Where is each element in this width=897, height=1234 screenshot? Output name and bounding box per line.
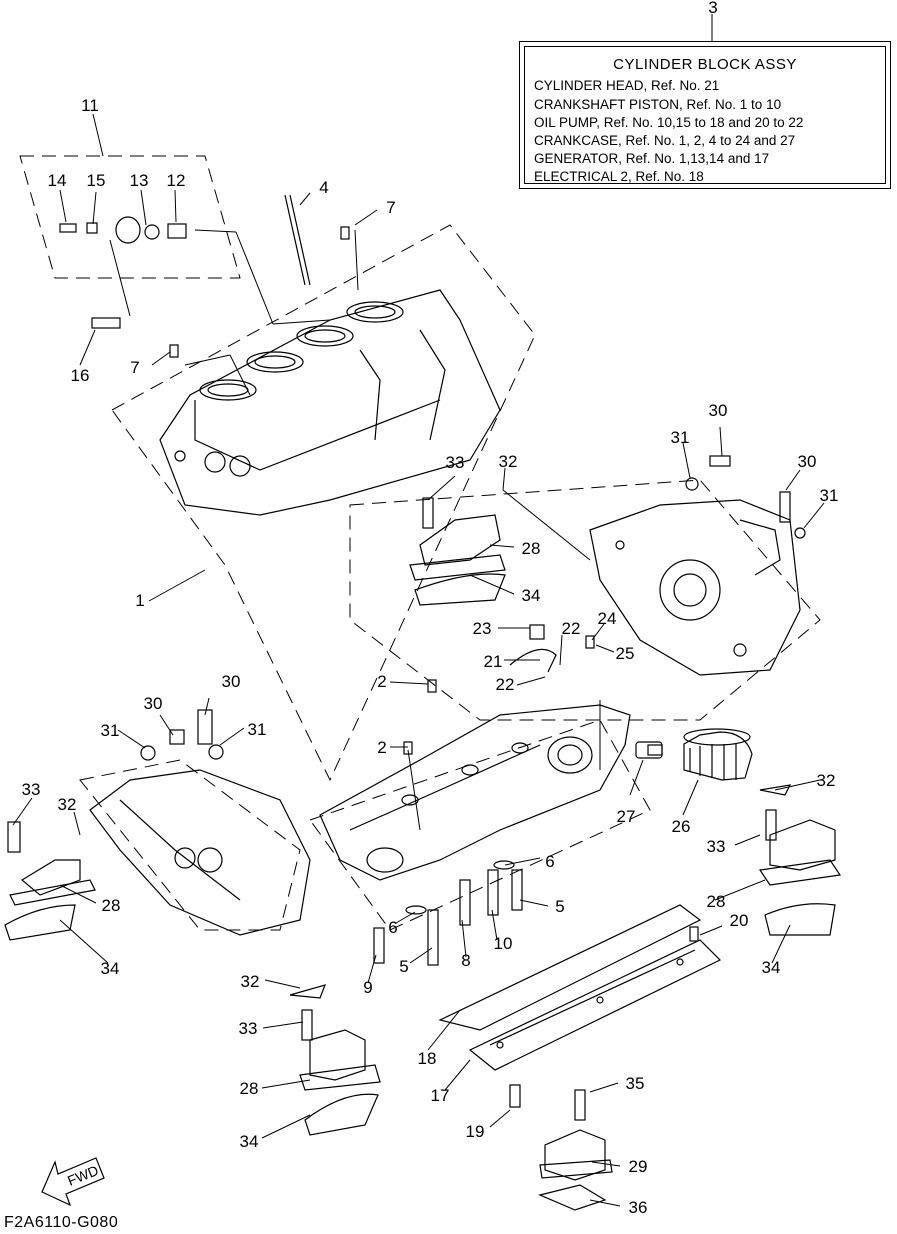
callout-2: 2 bbox=[377, 672, 386, 691]
legend-line: OIL PUMP, Ref. No. 10,15 to 18 and 20 to… bbox=[534, 115, 804, 130]
cylinder-block-part bbox=[159, 289, 501, 516]
adapter-part bbox=[635, 741, 663, 759]
callout-3: 3 bbox=[708, 0, 717, 17]
legend-line: GENERATOR, Ref. No. 1,13,14 and 17 bbox=[534, 151, 770, 166]
callout-21: 21 bbox=[484, 652, 503, 671]
callout-34: 34 bbox=[240, 1132, 259, 1151]
callout-31: 31 bbox=[101, 721, 120, 740]
callout-31: 31 bbox=[248, 720, 267, 739]
callout-12: 12 bbox=[167, 171, 186, 190]
callout-30: 30 bbox=[144, 694, 163, 713]
oil-pan-part bbox=[438, 904, 722, 1071]
generator-cover-left-part bbox=[89, 769, 311, 936]
callout-4: 4 bbox=[319, 178, 328, 197]
callout-5: 5 bbox=[399, 957, 408, 976]
legend-line: CYLINDER HEAD, Ref. No. 21 bbox=[534, 78, 720, 93]
callout-33: 33 bbox=[22, 780, 41, 799]
legend-box: CYLINDER BLOCK ASSY CYLINDER HEAD, Ref. … bbox=[519, 41, 891, 189]
callout-6: 6 bbox=[545, 852, 554, 871]
callout-7: 7 bbox=[130, 358, 139, 377]
fwd-arrow: FWD bbox=[41, 1157, 105, 1207]
diagram-code: F2A6110-G080 bbox=[4, 1214, 119, 1231]
callout-27: 27 bbox=[617, 807, 636, 826]
callout-9: 9 bbox=[363, 978, 372, 997]
callout-36: 36 bbox=[629, 1198, 648, 1217]
callout-33: 33 bbox=[239, 1019, 258, 1038]
callout-22: 22 bbox=[496, 675, 515, 694]
fwd-label: FWD bbox=[65, 1162, 101, 1189]
callout-28: 28 bbox=[707, 892, 726, 911]
generator-cover-right-part bbox=[589, 499, 801, 676]
callout-34: 34 bbox=[101, 959, 120, 978]
leader-lines bbox=[12, 14, 825, 1207]
callout-5: 5 bbox=[555, 897, 564, 916]
callout-33: 33 bbox=[446, 453, 465, 472]
legend-title: CYLINDER BLOCK ASSY bbox=[613, 56, 797, 73]
callout-34: 34 bbox=[522, 586, 541, 605]
callout-7: 7 bbox=[386, 198, 395, 217]
callout-1: 1 bbox=[135, 591, 144, 610]
callout-29: 29 bbox=[629, 1157, 648, 1176]
callout-10: 10 bbox=[494, 934, 513, 953]
callout-11: 11 bbox=[81, 96, 99, 115]
callout-18: 18 bbox=[418, 1049, 437, 1068]
callout-13: 13 bbox=[130, 171, 149, 190]
callout-24: 24 bbox=[598, 609, 617, 628]
engine-mounts bbox=[4, 514, 842, 1136]
callout-32: 32 bbox=[817, 771, 836, 790]
callout-32: 32 bbox=[241, 972, 260, 991]
callout-16: 16 bbox=[71, 366, 90, 385]
legend-line: CRANKCASE, Ref. No. 1, 2, 4 to 24 and 27 bbox=[534, 133, 796, 148]
callout-23: 23 bbox=[473, 619, 492, 638]
callout-labels: 3 11 14 15 13 12 4 7 16 7 30 31 30 31 33… bbox=[22, 0, 839, 1217]
legend-inner-frame: CYLINDER BLOCK ASSY CYLINDER HEAD, Ref. … bbox=[524, 46, 886, 184]
legend-line: ELECTRICAL 2, Ref. No. 18 bbox=[534, 169, 704, 184]
legend-line: CRANKSHAFT PISTON, Ref. No. 1 to 10 bbox=[534, 97, 782, 112]
callout-31: 31 bbox=[820, 486, 839, 505]
callout-22: 22 bbox=[562, 619, 581, 638]
callout-30: 30 bbox=[222, 672, 241, 691]
crankcase-part bbox=[319, 704, 631, 881]
callout-25: 25 bbox=[616, 644, 635, 663]
callout-32: 32 bbox=[58, 795, 77, 814]
callout-30: 30 bbox=[709, 401, 728, 420]
callout-34: 34 bbox=[762, 958, 781, 977]
callout-28: 28 bbox=[240, 1079, 259, 1098]
callout-14: 14 bbox=[48, 171, 67, 190]
callout-2: 2 bbox=[377, 738, 386, 757]
callout-28: 28 bbox=[102, 896, 121, 915]
dashed-outlines bbox=[19, 155, 821, 931]
callout-8: 8 bbox=[461, 951, 470, 970]
electrical-box-part bbox=[538, 1129, 613, 1211]
callout-30: 30 bbox=[798, 452, 817, 471]
callout-32: 32 bbox=[499, 452, 518, 471]
callout-15: 15 bbox=[87, 171, 106, 190]
callout-26: 26 bbox=[672, 817, 691, 836]
callout-35: 35 bbox=[626, 1074, 645, 1093]
callout-6: 6 bbox=[388, 918, 397, 937]
callout-19: 19 bbox=[466, 1122, 485, 1141]
callout-33: 33 bbox=[707, 837, 726, 856]
callout-28: 28 bbox=[522, 539, 541, 558]
oil-filter-part bbox=[683, 728, 753, 781]
callout-20: 20 bbox=[730, 911, 749, 930]
callout-17: 17 bbox=[431, 1086, 450, 1105]
callout-31: 31 bbox=[671, 428, 690, 447]
bolts-studs bbox=[7, 194, 806, 1121]
